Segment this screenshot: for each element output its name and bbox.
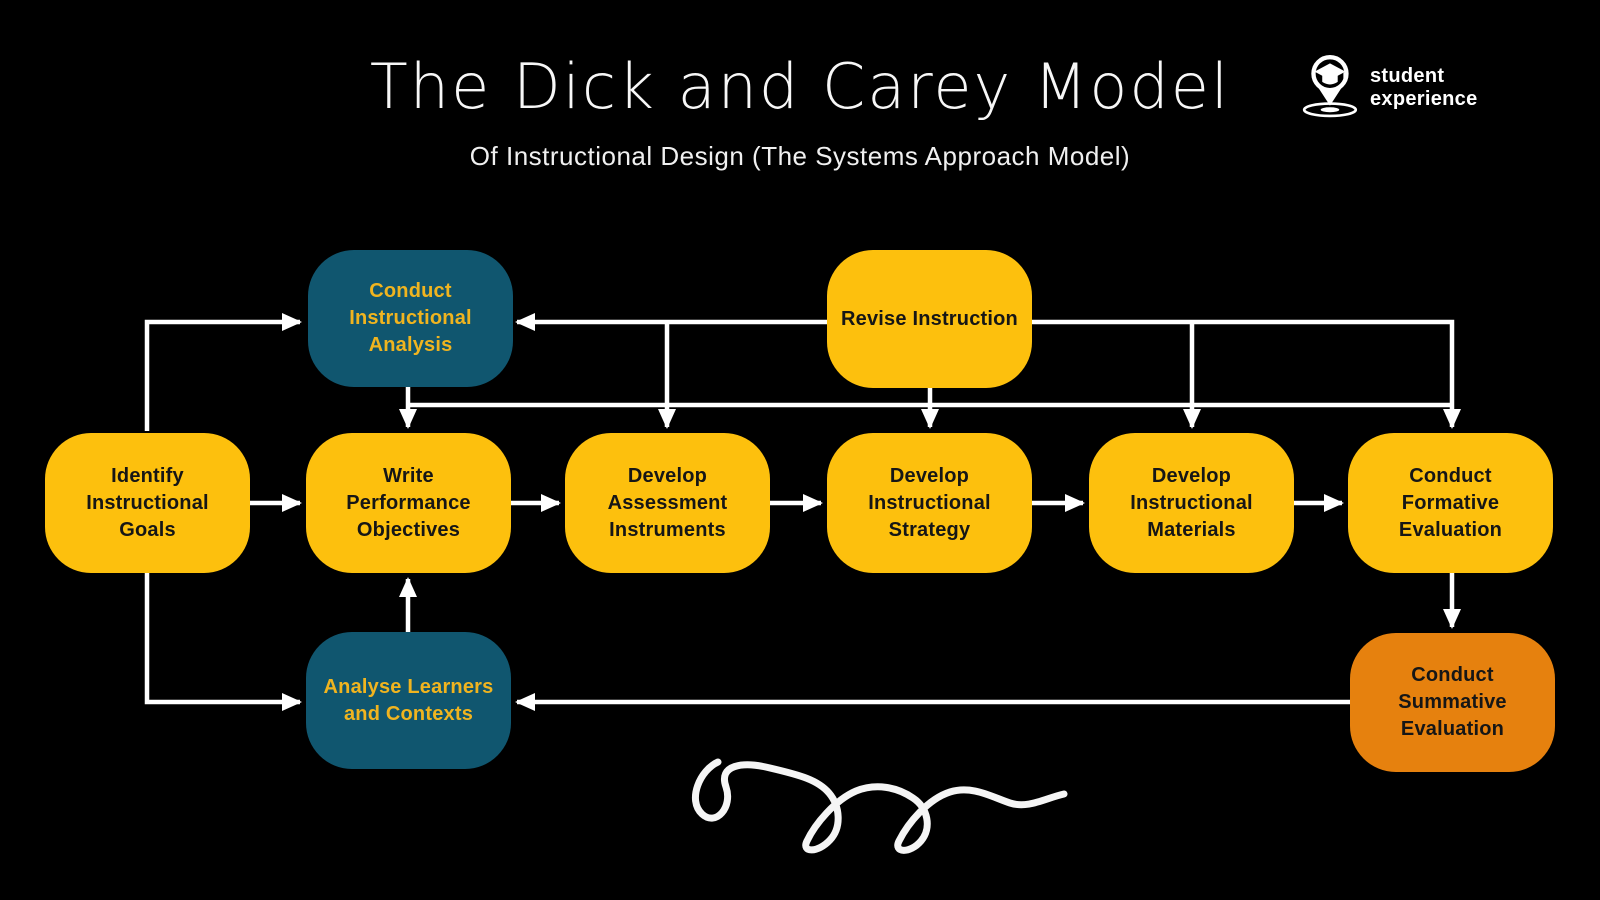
node-label: Develop Instructional Materials (1130, 464, 1253, 541)
node-revise-instruction: Revise Instruction (827, 250, 1032, 388)
node-conduct-formative-evaluation: Conduct Formative Evaluation (1348, 433, 1553, 573)
node-label: Write Performance Objectives (346, 464, 471, 541)
node-conduct-summative-evaluation: Conduct Summative Evaluation (1350, 633, 1555, 772)
node-label: Develop Assessment Instruments (607, 464, 728, 541)
node-label: Develop Instructional Strategy (868, 464, 991, 541)
brand-logo-text: student experience (1370, 65, 1478, 111)
page-subtitle: Of Instructional Design (The Systems App… (469, 141, 1131, 171)
node-write-performance-objectives: Write Performance Objectives (306, 433, 511, 573)
node-label: Revise Instruction (841, 307, 1018, 330)
edge-identify-to-analysis (144, 313, 302, 431)
node-analyse-learners-and-contexts: Analyse Learners and Contexts (306, 632, 511, 769)
brand-logo-line2: experience (1370, 87, 1478, 110)
edge-identify-to-learners (144, 573, 302, 711)
brand-logo: student experience (1300, 52, 1478, 123)
node-label: Conduct Instructional Analysis (349, 280, 472, 356)
node-label: Conduct Summative Evaluation (1398, 664, 1507, 740)
edge-revise-to-formative (1032, 319, 1461, 429)
node-conduct-instructional-analysis: Conduct Instructional Analysis (308, 250, 513, 387)
node-identify-instructional-goals: Identify Instructional Goals (45, 433, 250, 573)
brand-logo-line1: student (1370, 64, 1445, 87)
node-develop-instructional-strategy: Develop Instructional Strategy (827, 433, 1032, 573)
header: The Dick and Carey Model Of Instructiona… (0, 50, 1600, 172)
node-label: Conduct Formative Evaluation (1398, 464, 1503, 541)
node-label: Analyse Learners and Contexts (323, 675, 494, 725)
node-label: Identify Instructional Goals (86, 464, 209, 541)
graduation-cap-location-pin-icon (1300, 52, 1362, 123)
page-title: The Dick and Carey Model (369, 50, 1231, 123)
node-develop-instructional-materials: Develop Instructional Materials (1089, 433, 1294, 573)
node-develop-assessment-instruments: Develop Assessment Instruments (565, 433, 770, 573)
chalk-squiggle-decoration (691, 758, 1068, 854)
